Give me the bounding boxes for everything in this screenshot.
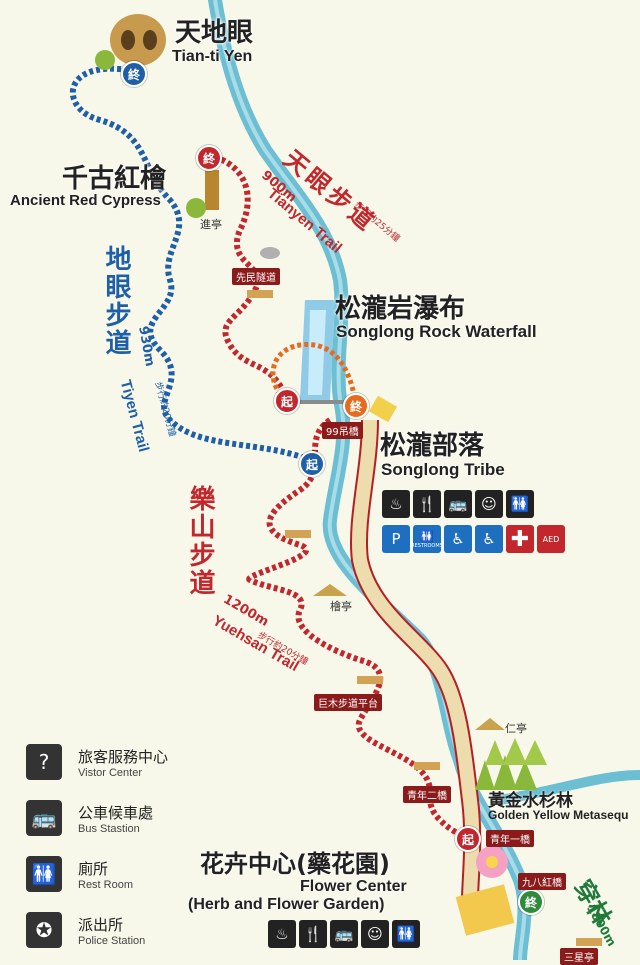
- right-trail-end-badge: 終: [518, 889, 544, 915]
- baby-care-icon: ☺: [475, 490, 503, 518]
- yuehsan-zh: 樂山步道: [185, 485, 215, 597]
- yuehsan-start-badge: 起: [455, 826, 481, 852]
- tiantiyen-rock: [110, 14, 166, 66]
- waterfall-zh: 松瀧岩瀑布: [335, 294, 466, 324]
- restaurant-icon: 🍴: [413, 490, 441, 518]
- baby-care-icon-2: ☺: [361, 920, 389, 948]
- red98-tag: 九八紅橋: [518, 873, 566, 890]
- restroom-info-icon-2: ♨: [268, 920, 296, 948]
- tianyen-end-badge: 終: [196, 145, 222, 171]
- tunnel-tag: 先民隧道: [232, 268, 280, 285]
- red-cypress-en: Ancient Red Cypress: [10, 192, 161, 209]
- restrooms-icon: 🚻RESTROOMS: [411, 525, 443, 553]
- tiantiyen-zh: 天地眼: [175, 18, 254, 48]
- bus-icon: 🚌: [444, 490, 472, 518]
- waterfall-loop-trail: [270, 342, 358, 402]
- tiyen-zh: 地眼步道: [101, 245, 131, 357]
- first-aid-icon: ✚: [506, 525, 534, 553]
- toilet-icon: 🚻: [506, 490, 534, 518]
- toilet-icon-2: 🚻: [392, 920, 420, 948]
- facility-icons-row1: ♨ 🍴 🚌 ☺ 🚻: [382, 490, 534, 518]
- tianyen-start-badge: 起: [274, 388, 300, 414]
- tiyen-start-badge: 起: [299, 451, 325, 477]
- golden-en: Golden Yellow Metasequ: [488, 808, 629, 822]
- bus-icon-2: 🚌: [330, 920, 358, 948]
- jin-pavilion-label: 進亭: [200, 218, 222, 231]
- aed-icon: AED: [537, 525, 565, 553]
- tribe-en: Songlong Tribe: [381, 460, 505, 479]
- flower-zh: 花卉中心(藥花園): [200, 850, 390, 878]
- river-branch: [499, 770, 640, 805]
- yuehsan-trail: [246, 417, 473, 843]
- tunnel-icon: [260, 247, 280, 259]
- bus-icon: 🚌: [26, 800, 62, 836]
- youth1-tag: 青年一橋: [486, 830, 534, 847]
- restaurant-icon-2: 🍴: [299, 920, 327, 948]
- waterfall-en: Songlong Rock Waterfall: [336, 322, 537, 341]
- info-icon: ?: [26, 744, 62, 780]
- metasequoia-grove: [475, 738, 547, 790]
- tiantiyen-en: Tian-ti Yen: [172, 48, 253, 65]
- platform-tag: 巨木步道平台: [314, 694, 382, 711]
- sanhsing-tag: 三星亭: [560, 948, 598, 965]
- golden-zh: 黃金水杉林: [488, 791, 573, 811]
- restroom-icon: 🚻: [26, 856, 62, 892]
- flower-en1: Flower Center: [300, 878, 407, 895]
- facility-icons-row2: P 🚻RESTROOMS ♿ ♿ ✚ AED: [382, 525, 565, 553]
- flower-facility-icons: ♨ 🍴 🚌 ☺ 🚻: [268, 920, 420, 948]
- parking-icon: P: [382, 525, 410, 553]
- police-icon: ✪: [26, 912, 62, 948]
- ren-pavilion-label: 仁亭: [505, 722, 527, 735]
- tribe-building: [368, 395, 398, 423]
- flower-en2: (Herb and Flower Garden): [188, 896, 385, 913]
- ramp-icon: ♿: [444, 525, 472, 553]
- tiyen-trail: [69, 65, 312, 463]
- tianyen-trail: [207, 152, 288, 397]
- youth2-tag: 青年二橋: [403, 786, 451, 803]
- restroom-info-icon: ♨: [382, 490, 410, 518]
- bridge99-tag: 99吊橋: [322, 422, 363, 439]
- wheelchair-icon: ♿: [475, 525, 503, 553]
- tiyen-end-badge: 終: [121, 61, 147, 87]
- kuai-pavilion-label: 檜亭: [330, 600, 352, 613]
- red-cypress-tree: [205, 170, 219, 210]
- red-cypress-zh: 千古紅檜: [62, 164, 167, 194]
- tribe-zh: 松瀧部落: [380, 431, 485, 461]
- waterfall-end-badge: 終: [343, 393, 369, 419]
